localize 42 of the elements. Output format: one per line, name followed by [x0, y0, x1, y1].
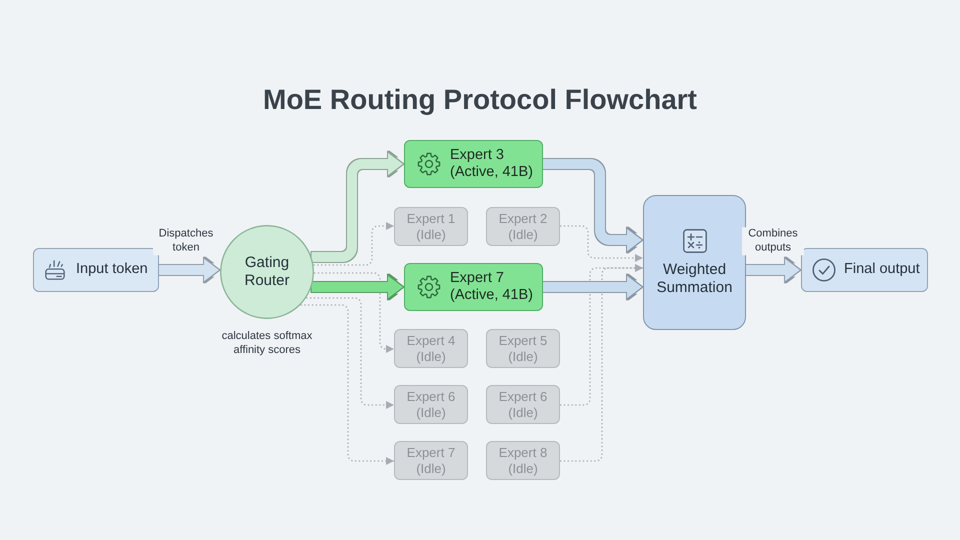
active-expert-box: [404, 140, 543, 188]
node-label: Expert 3 (Active, 41B): [450, 146, 534, 182]
dotted-arrow: [313, 222, 394, 266]
idle-expert-box: [486, 441, 560, 480]
idle-expert-box: [394, 329, 468, 368]
dotted-arrow: [560, 264, 643, 462]
flow-arrow: [543, 159, 644, 253]
flow-arrow: [746, 257, 802, 283]
idle-expert-box: [394, 441, 468, 480]
idle-expert-box: [486, 385, 560, 424]
node-label: Gating Router: [243, 254, 291, 290]
node-label: Expert 5 (Idle): [498, 332, 548, 364]
flow-arrow: [312, 274, 405, 300]
summation-box: [643, 195, 746, 330]
flow-arrow: [312, 151, 405, 262]
node-label: Weighted Summation: [656, 260, 734, 296]
edge-label: Combines outputs: [742, 227, 804, 255]
dotted-arrow: [300, 304, 394, 465]
node-label: Expert 1 (Idle): [406, 210, 456, 242]
node-label: Expert 4 (Idle): [406, 332, 456, 364]
diagram-title: MoE Routing Protocol Flowchart: [263, 83, 697, 117]
output-box: [801, 248, 928, 292]
dotted-arrow: [306, 297, 394, 409]
node-label: Expert 7 (Active, 41B): [450, 270, 534, 304]
node-label: Expert 6 (Idle): [498, 388, 548, 420]
active-expert-box: [404, 263, 543, 311]
idle-expert-box: [394, 385, 468, 424]
idle-expert-box: [486, 207, 560, 246]
node-note: calculates softmax affinity scores: [220, 330, 314, 358]
node-label: Final output: [844, 261, 920, 279]
node-label: Expert 2 (Idle): [498, 210, 548, 242]
dotted-arrow: [314, 272, 394, 353]
node-label: Expert 6 (Idle): [406, 388, 456, 420]
input-box: [33, 248, 159, 292]
flow-arrow: [159, 257, 221, 283]
flow-arrow: [543, 274, 644, 300]
idle-expert-box: [486, 329, 560, 368]
idle-expert-box: [394, 207, 468, 246]
node-label: Expert 7 (Idle): [406, 444, 456, 476]
node-label: Expert 8 (Idle): [498, 444, 548, 476]
node-label: Input token: [76, 261, 148, 279]
dotted-arrow: [560, 225, 643, 262]
